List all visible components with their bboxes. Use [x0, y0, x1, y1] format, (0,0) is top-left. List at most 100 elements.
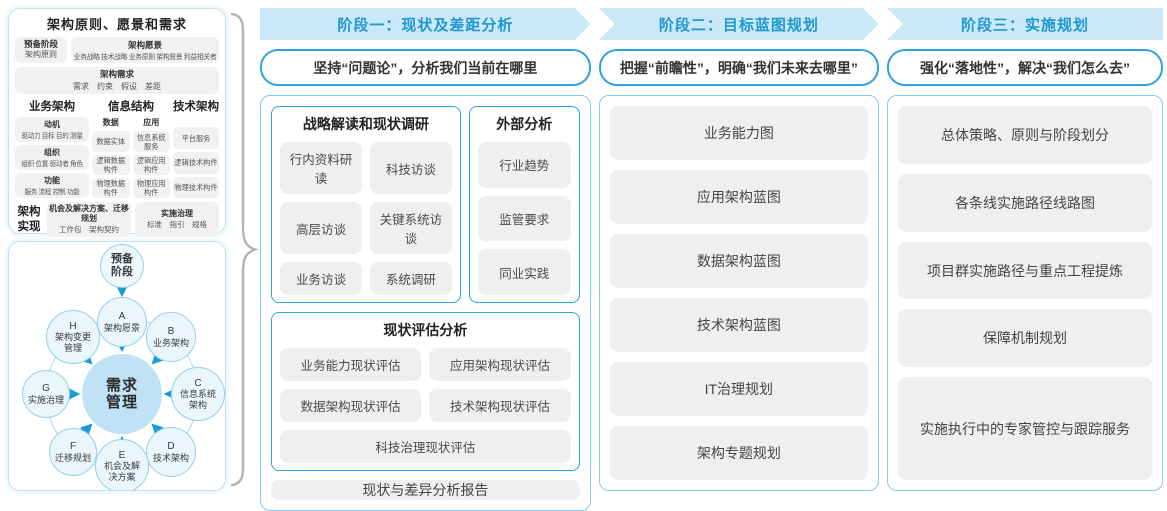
- gap-analysis-report-box: 现状与差异分析报告: [271, 480, 580, 500]
- architecture-requirements-title: 架构需求: [99, 69, 134, 80]
- external-analysis-title: 外部分析: [496, 116, 553, 132]
- phase-2-slogan: 把握“前瞻性”，明确“我们未来去哪里”: [598, 49, 879, 86]
- adm-node-a-label: 架构愿景: [103, 322, 140, 333]
- strategy-research-title: 战略解读和现状调研: [302, 116, 429, 132]
- logical-tech-chip: 逻辑技术构件: [173, 152, 219, 174]
- prep-phase-sub: 架构原则: [25, 50, 57, 60]
- adm-center-requirements: 需求管理: [82, 354, 162, 434]
- strategy-item: 行内资料研读: [280, 142, 362, 194]
- deliverable-box: 数据架构蓝图: [609, 234, 868, 288]
- architecture-vision-sub: 业务战略 技术战略 业务原则 架构愿景 利益相关者: [73, 54, 217, 61]
- deliverable-box: 各条线实施路径线路图: [897, 173, 1152, 232]
- adm-node-h-code: H: [69, 320, 77, 332]
- principles-title: 架构原则、愿景和需求: [46, 17, 187, 32]
- physical-app-chip: 物理应用构件: [132, 178, 170, 199]
- adm-node-a-vision: A 架构愿景: [97, 297, 147, 347]
- phase-1-column: 阶段一：现状及差距分析 坚持“问题论”，分析我们当前在哪里 战略解读和现状调研 …: [260, 8, 591, 511]
- phase-1-header-arrow: 阶段一：现状及差距分析: [260, 8, 591, 40]
- adm-node-g-code: G: [42, 383, 50, 395]
- adm-node-b-business: B 业务架构: [146, 312, 196, 362]
- data-subheader: 数据: [102, 118, 119, 128]
- external-item: 同业实践: [477, 249, 571, 296]
- adm-center-label: 需求管理: [105, 376, 138, 411]
- organization-box: 组织 组织 位置 驱动者 角色: [15, 145, 89, 171]
- function-title: 功能: [44, 176, 60, 186]
- business-architecture-column: 业务架构 动机 驱动力 目标 目的 测量 组织 组织 位置 驱动者 角色 功能 …: [15, 98, 89, 199]
- function-sub: 服务 流程 控制 功能: [24, 189, 80, 197]
- data-entity-chip: 数据实体: [92, 131, 130, 152]
- deliverable-box: IT治理规划: [609, 362, 868, 416]
- adm-cycle-panel: 预备阶段 A 架构愿景 B 业务架构 C 信息系统架构 D 技术架构 E 机会及…: [8, 241, 226, 491]
- deliverable-box: 技术架构蓝图: [609, 298, 868, 352]
- assessment-analysis-title: 现状评估分析: [383, 322, 468, 338]
- external-item: 监管要求: [477, 195, 571, 242]
- strategy-item: 业务访谈: [280, 262, 362, 295]
- adm-node-d-label: 技术架构: [152, 452, 189, 463]
- phase-2-column: 阶段二：目标蓝图规划 把握“前瞻性”，明确“我们未来去哪里” 业务能力图 应用架…: [598, 8, 879, 491]
- left-column: 架构原则、愿景和需求 预备阶段 架构原则 架构愿景 业务战略 技术战略 业务原则…: [8, 8, 226, 491]
- deliverable-box: 保障机制规划: [897, 309, 1152, 368]
- implementation-governance-box: 实施治理 标准 指引 规格: [135, 202, 219, 238]
- adm-node-f-code: F: [69, 441, 77, 453]
- technology-architecture-header: 技术架构: [173, 101, 219, 114]
- adm-node-g-label: 实施治理: [27, 394, 64, 405]
- implementation-governance-title: 实施治理: [161, 209, 193, 219]
- deliverable-box: 总体策略、原则与阶段划分: [897, 106, 1152, 164]
- phase-3-column: 阶段三：实施规划 强化“落地性”，解决“我们怎么去” 总体策略、原则与阶段划分 …: [886, 8, 1163, 491]
- motivation-box: 动机 驱动力 目标 目的 测量: [15, 117, 89, 143]
- technology-architecture-column: 技术架构 平台服务 逻辑技术构件 物理技术构件: [173, 98, 219, 199]
- phases-area: 阶段一：现状及差距分析 坚持“问题论”，分析我们当前在哪里 战略解读和现状调研 …: [260, 8, 1163, 511]
- motivation-title: 动机: [44, 120, 60, 130]
- application-subcolumn: 应用 信息系统服务 逻辑应用构件 物理应用构件: [132, 117, 170, 199]
- application-subheader: 应用: [143, 118, 160, 128]
- strategy-item: 科技访谈: [369, 142, 452, 194]
- external-item: 行业趋势: [477, 142, 571, 188]
- adm-node-d-technology: D 技术架构: [146, 427, 196, 477]
- assessment-analysis-box: 现状评估分析 业务能力现状评估 应用架构现状评估 数据架构现状评估 技术架构现状…: [271, 312, 580, 471]
- adm-node-f-migration: F 迁移规划: [49, 428, 97, 476]
- architecture-requirements-box: 架构需求 需求 约束 假设 差距: [15, 67, 219, 95]
- strategy-item: 系统调研: [369, 262, 452, 295]
- motivation-sub: 驱动力 目标 目的 测量: [21, 133, 83, 141]
- adm-node-b-label: 业务架构: [152, 337, 189, 348]
- assessment-item: 应用架构现状评估: [429, 348, 571, 381]
- prep-phase-title: 预备阶段: [23, 39, 58, 49]
- architecture-vision-title: 架构愿景: [127, 40, 162, 50]
- adm-node-e-label: 机会及解决方案: [103, 461, 140, 482]
- architecture-requirements-sub: 需求 约束 假设 差距: [73, 82, 161, 92]
- assessment-item: 数据架构现状评估: [280, 389, 422, 422]
- phase-3-content: 总体策略、原则与阶段划分 各条线实施路径线路图 项目群实施路径与重点工程提炼 保…: [886, 95, 1163, 491]
- grouping-brace: [228, 8, 258, 491]
- strategy-item: 关键系统访谈: [369, 202, 452, 254]
- deliverable-box: 实施执行中的专家管控与跟踪服务: [897, 377, 1152, 480]
- business-architecture-header: 业务架构: [29, 101, 75, 114]
- adm-node-preliminary-label: 预备阶段: [111, 252, 133, 278]
- opportunities-migration-title: 机会及解决方案、迁移规划: [49, 204, 129, 224]
- architecture-implementation-label: 架构实现: [17, 206, 41, 233]
- opportunities-migration-box: 机会及解决方案、迁移规划 工作包 架构契约: [47, 202, 131, 238]
- information-structure-column: 信息结构 数据 数据实体 逻辑数据构件 物理数据构件 应用 信息系统服务 逻辑应…: [92, 98, 170, 199]
- phase-1-content: 战略解读和现状调研 行内资料研读 科技访谈 高层访谈 关键系统访谈 业务访谈 系…: [260, 95, 591, 511]
- physical-data-chip: 物理数据构件: [92, 178, 130, 199]
- deliverable-box: 架构专题规划: [609, 426, 868, 480]
- info-system-service-chip: 信息系统服务: [132, 131, 170, 152]
- adm-node-h-change: H 架构变更管理: [46, 310, 100, 364]
- prep-phase-box: 预备阶段 架构原则: [15, 37, 67, 64]
- logical-app-chip: 逻辑应用构件: [132, 154, 170, 175]
- assessment-item: 科技治理现状评估: [280, 430, 571, 463]
- adm-node-h-label: 架构变更管理: [54, 332, 91, 353]
- adm-node-d-code: D: [167, 441, 175, 453]
- organization-title: 组织: [44, 148, 60, 158]
- adm-node-f-label: 迁移规划: [54, 452, 91, 463]
- adm-node-e-code: E: [118, 449, 126, 461]
- organization-sub: 组织 位置 驱动者 角色: [21, 161, 83, 169]
- adm-node-e-opportunities: E 机会及解决方案: [95, 439, 149, 490]
- curly-brace-icon: [230, 12, 258, 487]
- assessment-item: 技术架构现状评估: [429, 389, 571, 422]
- adm-node-a-code: A: [118, 311, 126, 323]
- adm-node-g-governance: G 实施治理: [22, 370, 70, 418]
- strategy-research-box: 战略解读和现状调研 行内资料研读 科技访谈 高层访谈 关键系统访谈 业务访谈 系…: [271, 106, 461, 303]
- adm-node-b-code: B: [167, 326, 175, 338]
- phase-1-slogan: 坚持“问题论”，分析我们当前在哪里: [260, 49, 591, 86]
- architecture-principles-panel: 架构原则、愿景和需求 预备阶段 架构原则 架构愿景 业务战略 技术战略 业务原则…: [8, 8, 226, 238]
